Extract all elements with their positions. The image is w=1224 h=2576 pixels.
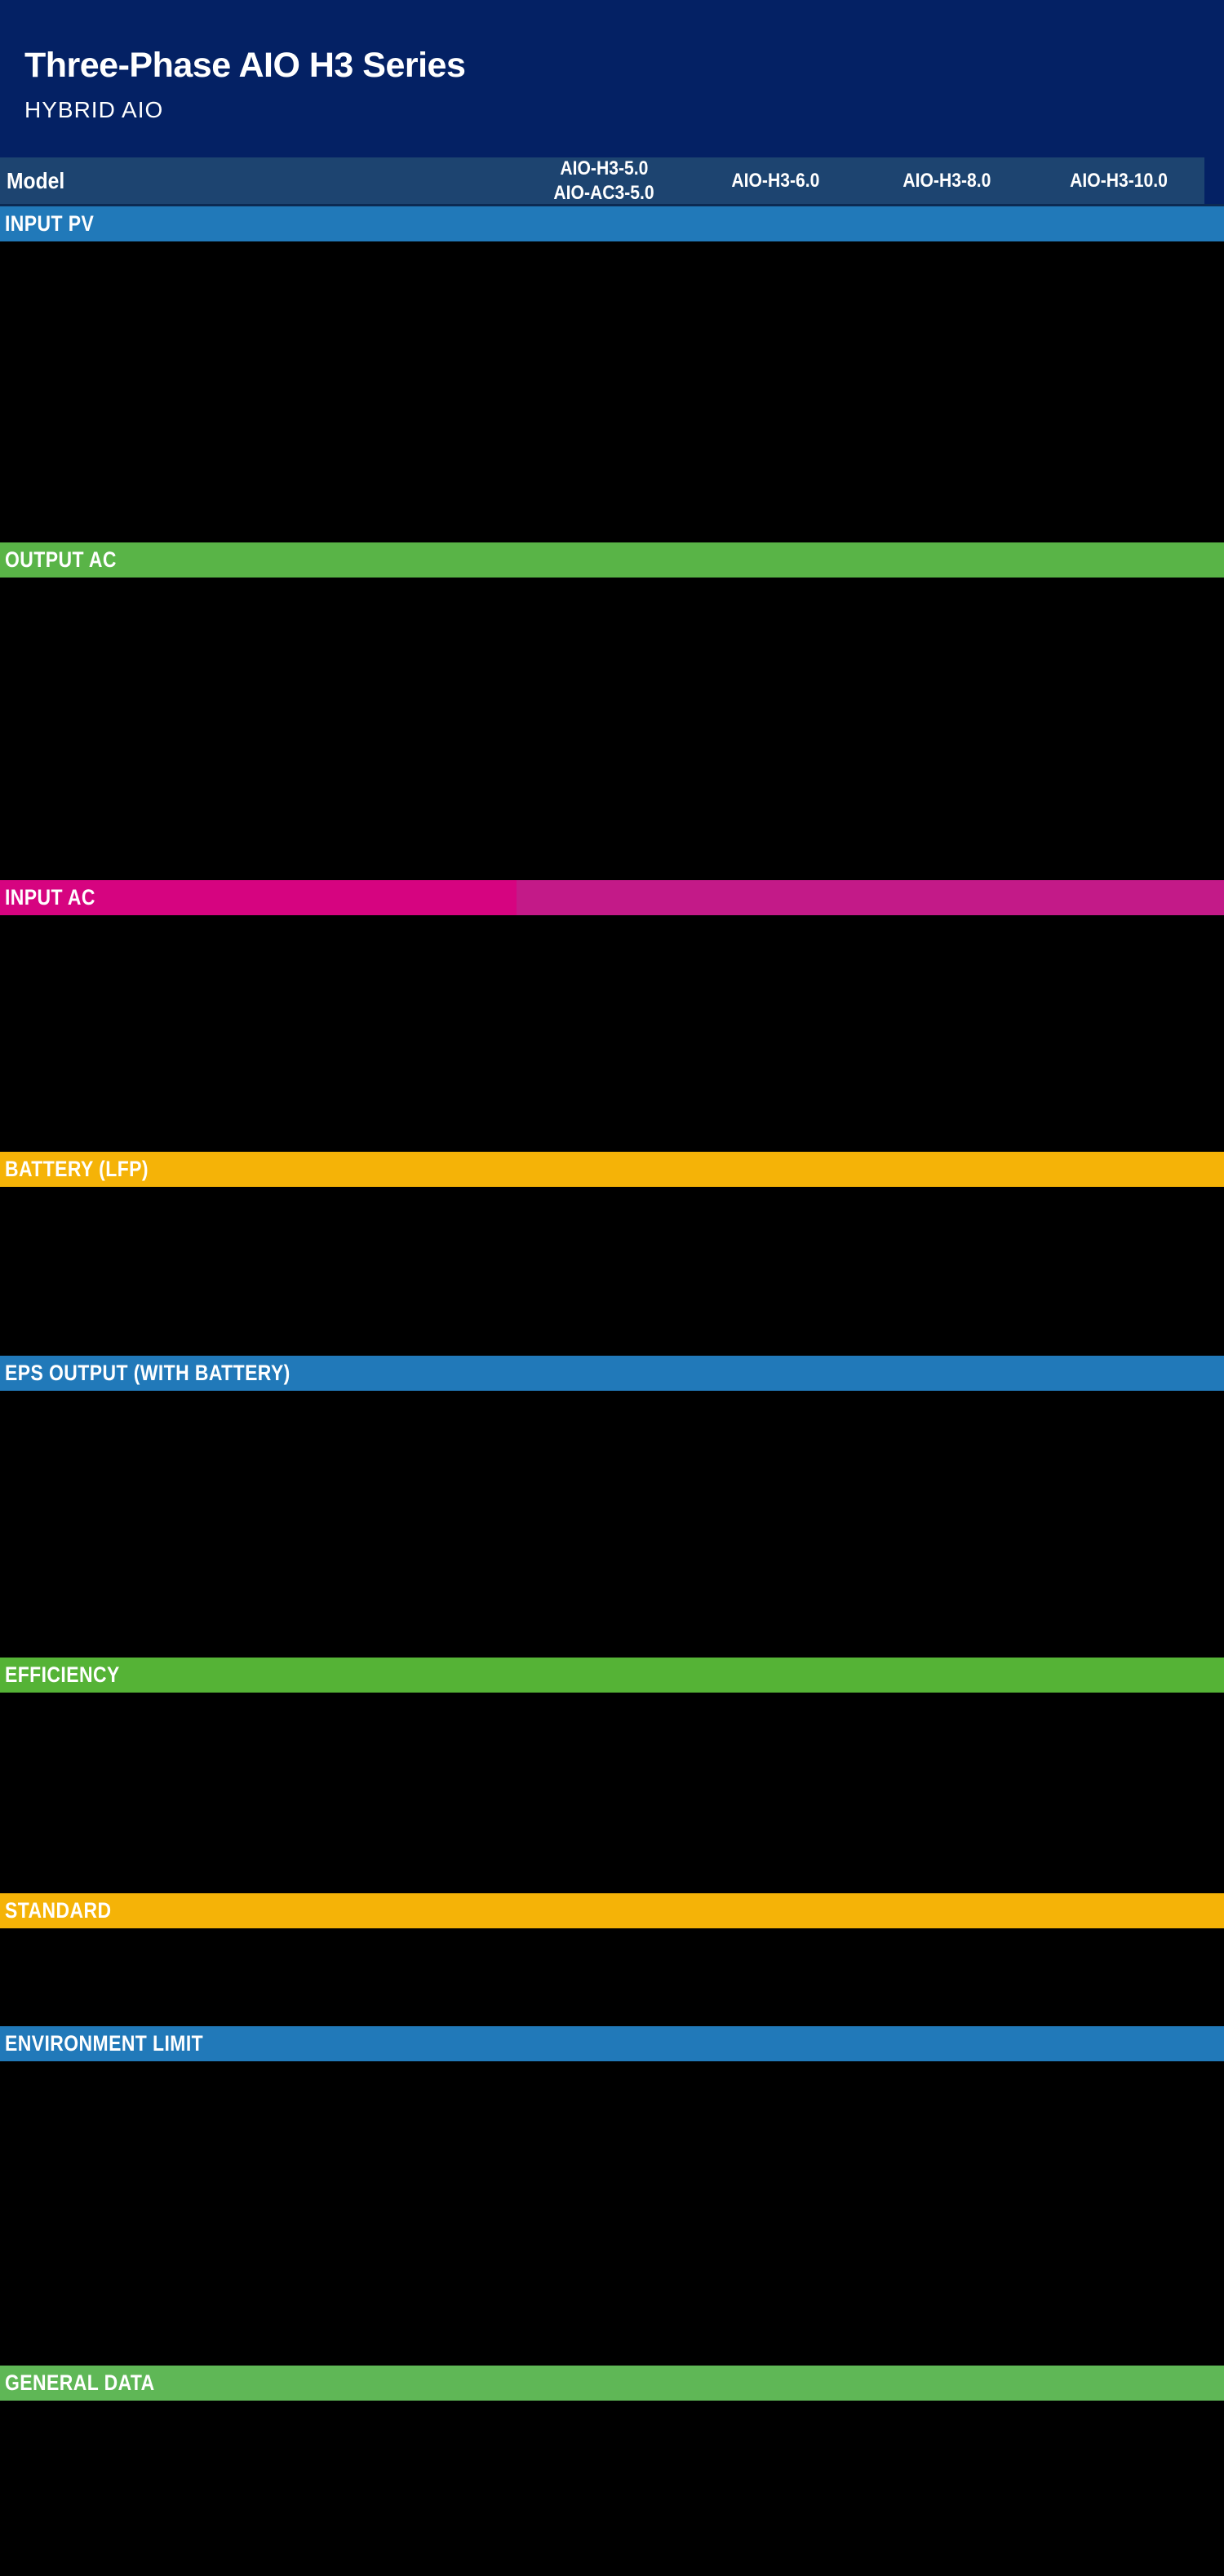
- section-header-standard: STANDARD: [0, 1893, 1224, 1928]
- section-content-placeholder: [0, 578, 1224, 880]
- section-header-input-pv: INPUT PV: [0, 206, 1224, 241]
- spec-section-standard: STANDARD: [0, 1893, 1224, 2026]
- model-name: AIO-H3-10.0: [1070, 169, 1168, 192]
- spec-section-output-ac: OUTPUT AC: [0, 542, 1224, 880]
- spec-section-efficiency: EFFICIENCY: [0, 1658, 1224, 1893]
- section-header-eps-output: EPS OUTPUT (WITH BATTERY): [0, 1356, 1224, 1391]
- model-name: AIO-H3-5.0: [560, 157, 649, 179]
- section-header-input-ac: INPUT AC: [0, 880, 1224, 915]
- model-name: AIO-H3-6.0: [731, 169, 820, 192]
- section-header-label: EPS OUTPUT (WITH BATTERY): [5, 1361, 290, 1385]
- header: Three-Phase AIO H3 Series HYBRID AIO: [0, 0, 1224, 157]
- spec-section-eps-output: EPS OUTPUT (WITH BATTERY): [0, 1356, 1224, 1658]
- spec-section-input-pv: INPUT PV: [0, 206, 1224, 542]
- section-header-output-ac: OUTPUT AC: [0, 542, 1224, 578]
- section-header-battery-lfp: BATTERY (LFP): [0, 1152, 1224, 1187]
- spec-section-battery-lfp: BATTERY (LFP): [0, 1152, 1224, 1356]
- section-content-placeholder: [0, 1693, 1224, 1893]
- section-header-efficiency: EFFICIENCY: [0, 1658, 1224, 1693]
- spec-sections: INPUT PV OUTPUT AC INPUT AC BATTERY (LFP…: [0, 206, 1224, 2576]
- section-header-label: GENERAL DATA: [5, 2370, 155, 2395]
- section-content-placeholder: [0, 915, 1224, 1152]
- spec-section-input-ac: INPUT AC: [0, 880, 1224, 1152]
- model-column-1: AIO-H3-6.0: [690, 157, 861, 204]
- model-name: AIO-AC3-5.0: [553, 181, 654, 204]
- section-header-label: OUTPUT AC: [5, 547, 117, 572]
- model-column-2: AIO-H3-8.0: [862, 157, 1033, 204]
- spec-section-general-data: GENERAL DATA: [0, 2366, 1224, 2576]
- section-header-label: ENVIRONMENT LIMIT: [5, 2031, 204, 2056]
- section-header-label: STANDARD: [5, 1898, 112, 1923]
- page-subtitle: HYBRID AIO: [24, 97, 164, 122]
- section-header-label: INPUT AC: [5, 885, 95, 910]
- section-header-label: INPUT PV: [5, 211, 95, 236]
- section-header-label: BATTERY (LFP): [5, 1157, 149, 1181]
- section-header-general-data: GENERAL DATA: [0, 2366, 1224, 2401]
- model-column-3: AIO-H3-10.0: [1033, 157, 1204, 204]
- section-content-placeholder: [0, 241, 1224, 542]
- spec-section-environment-limit: ENVIRONMENT LIMIT: [0, 2026, 1224, 2366]
- model-name: AIO-H3-8.0: [902, 169, 991, 192]
- section-content-placeholder: [0, 2401, 1224, 2576]
- section-content-placeholder: [0, 1928, 1224, 2026]
- section-header-label: EFFICIENCY: [5, 1662, 120, 1687]
- section-content-placeholder: [0, 1391, 1224, 1658]
- section-content-placeholder: [0, 1187, 1224, 1356]
- page-title: Three-Phase AIO H3 Series: [24, 46, 466, 85]
- section-header-environment-limit: ENVIRONMENT LIMIT: [0, 2026, 1224, 2061]
- model-row-label: Model: [7, 167, 65, 193]
- section-content-placeholder: [0, 2061, 1224, 2366]
